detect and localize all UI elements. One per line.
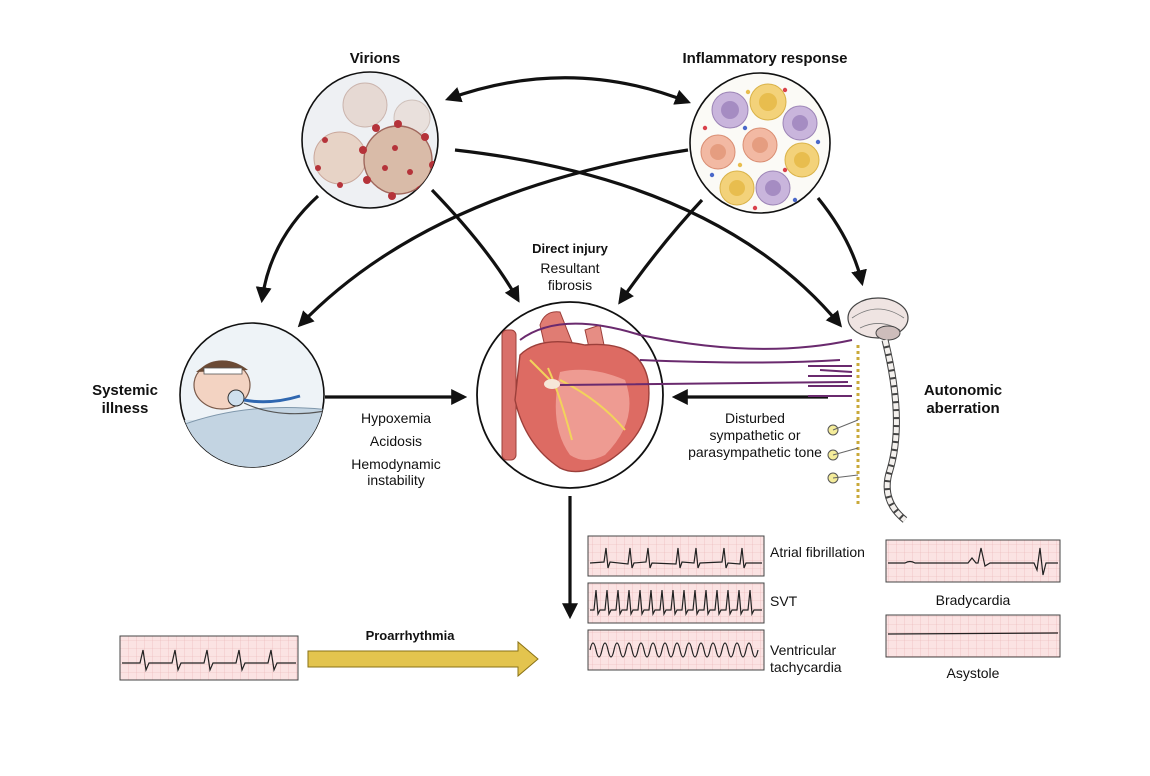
ecg-asystole-strip	[885, 614, 1061, 658]
hypoxemia-label: Hypoxemia	[360, 410, 432, 426]
arrow-inflammatory-autonomic	[816, 196, 867, 287]
nervous-system-illustration	[519, 297, 909, 523]
arrow-virions-direct-injury	[430, 188, 520, 303]
vt-label-2: tachycardia	[770, 659, 842, 675]
arrow-virions-autonomic	[454, 148, 843, 328]
arrow-virions-systemic	[255, 194, 320, 304]
autonomic-aberration-label-1: Autonomic	[923, 382, 1003, 399]
autonomic-aberration-label-2: aberration	[926, 400, 1000, 417]
proarrhythmia-arrow	[307, 640, 539, 678]
direct-injury-sub-2: fibrosis	[547, 277, 593, 293]
ecg-svt-strip	[587, 582, 765, 624]
inflammatory-response-label: Inflammatory response	[682, 50, 848, 67]
virions-label: Virions	[349, 50, 401, 67]
vt-label-1: Ventricular	[770, 642, 837, 658]
direct-injury-sub-1: Resultant	[540, 260, 600, 276]
connection-arrows	[255, 76, 867, 620]
inflammatory-cells-illustration	[689, 72, 831, 214]
ecg-afib-strip	[587, 535, 765, 577]
nerve-fibers	[519, 322, 853, 386]
hemodynamic-label-2: instability	[367, 472, 425, 488]
arrow-inflammatory-systemic	[297, 148, 689, 328]
tone-label-2: sympathetic or	[709, 427, 801, 443]
direct-injury-title: Direct injury	[532, 241, 608, 256]
ecg-bradycardia-strip	[885, 539, 1061, 583]
tone-label-3: parasympathetic tone	[688, 444, 822, 460]
hemodynamic-label-1: Hemodynamic	[351, 456, 441, 472]
systemic-illness-label-1: Systemic	[92, 382, 158, 399]
proarrhythmia-label: Proarrhythmia	[365, 628, 455, 643]
asystole-label: Asystole	[946, 665, 1000, 681]
patient-ventilator-illustration	[179, 322, 325, 468]
ecg-vt-strip	[587, 629, 765, 671]
svt-label: SVT	[770, 593, 798, 609]
systemic-illness-label-2: illness	[101, 400, 149, 417]
arrow-inflammatory-direct-injury	[618, 198, 704, 305]
heart-illustration	[476, 301, 664, 489]
virions-illustration	[301, 71, 439, 209]
acidosis-label: Acidosis	[369, 433, 423, 449]
ecg-normal-strip	[119, 635, 299, 681]
tone-label-1: Disturbed	[725, 410, 785, 426]
arrow-virions-inflammatory	[444, 76, 691, 105]
bradycardia-label: Bradycardia	[935, 592, 1011, 608]
atrial-fibrillation-label: Atrial fibrillation	[770, 544, 865, 560]
